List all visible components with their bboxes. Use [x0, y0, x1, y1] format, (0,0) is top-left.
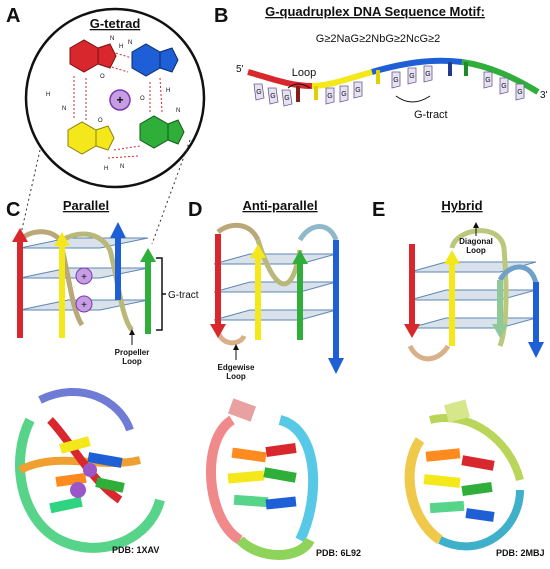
svg-text:G: G	[284, 95, 289, 102]
panel-e-letter: E	[372, 199, 385, 221]
gtract-label: G-tract	[414, 109, 448, 121]
loop-bracket	[287, 83, 311, 89]
cation-symbol: +	[116, 93, 123, 107]
svg-text:G: G	[256, 89, 261, 96]
panel-d-letter: D	[188, 199, 202, 221]
svg-text:G: G	[270, 93, 275, 100]
gtract-bracket	[395, 95, 431, 103]
parallel-gtract-label: G-tract	[168, 290, 199, 301]
propeller-label-2: Loop	[122, 357, 142, 366]
backbone-blue	[371, 57, 463, 75]
three-prime-end: 3'	[540, 90, 548, 101]
structure-2mbj	[404, 399, 524, 551]
loop-label: Loop	[292, 67, 316, 79]
guanine-yellow	[67, 121, 115, 155]
svg-text:O: O	[98, 118, 103, 124]
diagonal-label-1: Diagonal	[459, 237, 493, 246]
svg-text:H: H	[46, 92, 50, 98]
hybrid-tetrad-planes	[409, 261, 537, 329]
svg-text:G: G	[485, 77, 490, 84]
guanine-green	[139, 115, 185, 149]
svg-text:H: H	[166, 88, 170, 94]
structure-1xav	[15, 388, 165, 553]
pdb-1xav: PDB: 1XAV	[112, 545, 159, 555]
antiparallel-title: Anti-parallel	[242, 198, 317, 213]
cation	[109, 89, 131, 111]
backbone-green	[461, 59, 540, 95]
svg-text:+: +	[81, 272, 87, 283]
svg-text:G: G	[425, 71, 430, 78]
motif-title: G-quadruplex DNA Sequence Motif:	[265, 4, 485, 19]
hydrogen-bonds	[73, 51, 163, 159]
parallel-propeller-loop-2	[60, 231, 134, 332]
diagonal-label-2: Loop	[466, 246, 486, 255]
svg-text:G: G	[501, 83, 506, 90]
structure-6l92	[205, 398, 319, 560]
propeller-label-1: Propeller	[115, 348, 150, 357]
svg-text:N: N	[128, 40, 132, 46]
g-tetrad-title: G-tetrad	[90, 16, 141, 31]
five-prime-end: 5'	[236, 64, 244, 75]
svg-text:G: G	[341, 91, 346, 98]
svg-text:N: N	[120, 164, 124, 170]
antiparallel-tetrad-planes	[213, 253, 337, 321]
zoom-line-left	[19, 149, 41, 239]
svg-text:+: +	[81, 300, 87, 311]
svg-text:N: N	[176, 108, 180, 114]
svg-text:N: N	[62, 106, 66, 112]
motif-formula: G≥2NaG≥2NbG≥2NcG≥2	[316, 33, 440, 45]
svg-text:H: H	[104, 166, 108, 172]
gtract-brace	[156, 257, 166, 331]
pdb-6l92: PDB: 6L92	[316, 548, 361, 558]
svg-text:H: H	[119, 44, 123, 50]
svg-text:O: O	[140, 96, 145, 102]
guanine-blue	[131, 43, 179, 77]
svg-text:G: G	[409, 73, 414, 80]
parallel-cation-2	[75, 295, 93, 313]
loop-sticks	[296, 62, 468, 102]
edgewise-label-1: Edgewise	[218, 363, 255, 372]
parallel-title: Parallel	[63, 198, 109, 213]
atom-labels: N H O N H O N O N H N H	[46, 36, 180, 172]
g-bases: G G G G G G G G G G G G	[253, 65, 525, 107]
panel-c-letter: C	[6, 199, 20, 221]
svg-text:G: G	[517, 89, 522, 96]
edgewise-loop	[215, 329, 247, 346]
panel-a-letter: A	[6, 5, 20, 27]
edgewise-label-2: Loop	[226, 372, 246, 381]
svg-text:G: G	[355, 87, 360, 94]
zoom-line-right	[151, 139, 191, 245]
backbone-yellow	[311, 69, 373, 89]
panel-b-letter: B	[214, 5, 228, 27]
svg-text:O: O	[100, 74, 105, 80]
parallel-cation-1	[75, 267, 93, 285]
svg-text:G: G	[393, 77, 398, 84]
hybrid-title: Hybrid	[441, 198, 482, 213]
svg-text:G: G	[327, 93, 332, 100]
guanine-red	[69, 39, 117, 73]
svg-text:N: N	[110, 36, 114, 42]
pdb-2mbj: PDB: 2MBJ	[496, 548, 545, 558]
